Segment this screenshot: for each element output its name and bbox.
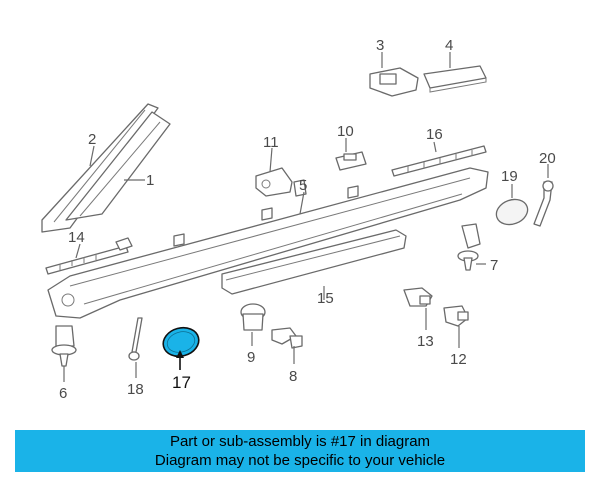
part-5-rocker-molding: [47, 167, 489, 319]
callout-4: 4: [445, 37, 453, 54]
leader-lines: [63, 52, 549, 382]
callout-5: 5: [299, 177, 307, 194]
part-17-plug-highlighted: [162, 326, 200, 358]
callout-19: 19: [501, 168, 518, 185]
part-13-screw: [403, 287, 433, 307]
callout-13: 13: [417, 333, 434, 350]
part-6-push-clip: [51, 325, 77, 367]
part-12-screw: [443, 305, 469, 327]
part-7-push-clip: [457, 223, 481, 271]
part-10-clip: [335, 151, 367, 171]
callout-labels: 1 2 3 4 5 6 7 8 9 10 11 12 13 14 15 16 1…: [59, 37, 556, 402]
callout-10: 10: [337, 123, 354, 140]
banner-line-disclaimer: Diagram may not be specific to your vehi…: [154, 452, 446, 469]
part-20-retainer: [533, 180, 554, 227]
part-15-sill-insert: [221, 229, 407, 295]
callout-9: 9: [247, 349, 255, 366]
callout-7: 7: [490, 257, 498, 274]
callout-15: 15: [317, 290, 334, 307]
callout-6: 6: [59, 385, 67, 402]
part-11-bracket: [255, 167, 307, 197]
info-banner: Part or sub-assembly is #17 in diagram D…: [15, 430, 585, 472]
part-19-plug: [495, 198, 529, 226]
callout-17: 17: [172, 373, 191, 392]
callout-2: 2: [88, 131, 96, 148]
callout-20: 20: [539, 150, 556, 167]
part-3-bracket: [369, 67, 419, 97]
part-14-clip-strip: [45, 237, 133, 275]
part-18-rod-clip: [128, 317, 143, 361]
part-4-pad: [423, 65, 487, 93]
callout-14: 14: [68, 229, 85, 246]
banner-line-part-number: Part or sub-assembly is #17 in diagram: [169, 433, 431, 450]
callout-1: 1: [146, 172, 154, 189]
callout-8: 8: [289, 368, 297, 385]
callout-12: 12: [450, 351, 467, 368]
part-1-pillar-cover: [65, 111, 171, 221]
part-9-grommet: [240, 303, 266, 331]
part-16-clip-strip: [391, 145, 487, 177]
callout-18: 18: [127, 381, 144, 398]
part-2-pillar-trim: [41, 103, 159, 233]
callout-3: 3: [376, 37, 384, 54]
parts-diagram: 1 2 3 4 5 6 7 8 9 10 11 12 13 14 15 16 1…: [41, 37, 556, 402]
callout-16: 16: [426, 126, 443, 143]
part-8-screw: [271, 327, 303, 349]
callout-11: 11: [263, 134, 279, 151]
